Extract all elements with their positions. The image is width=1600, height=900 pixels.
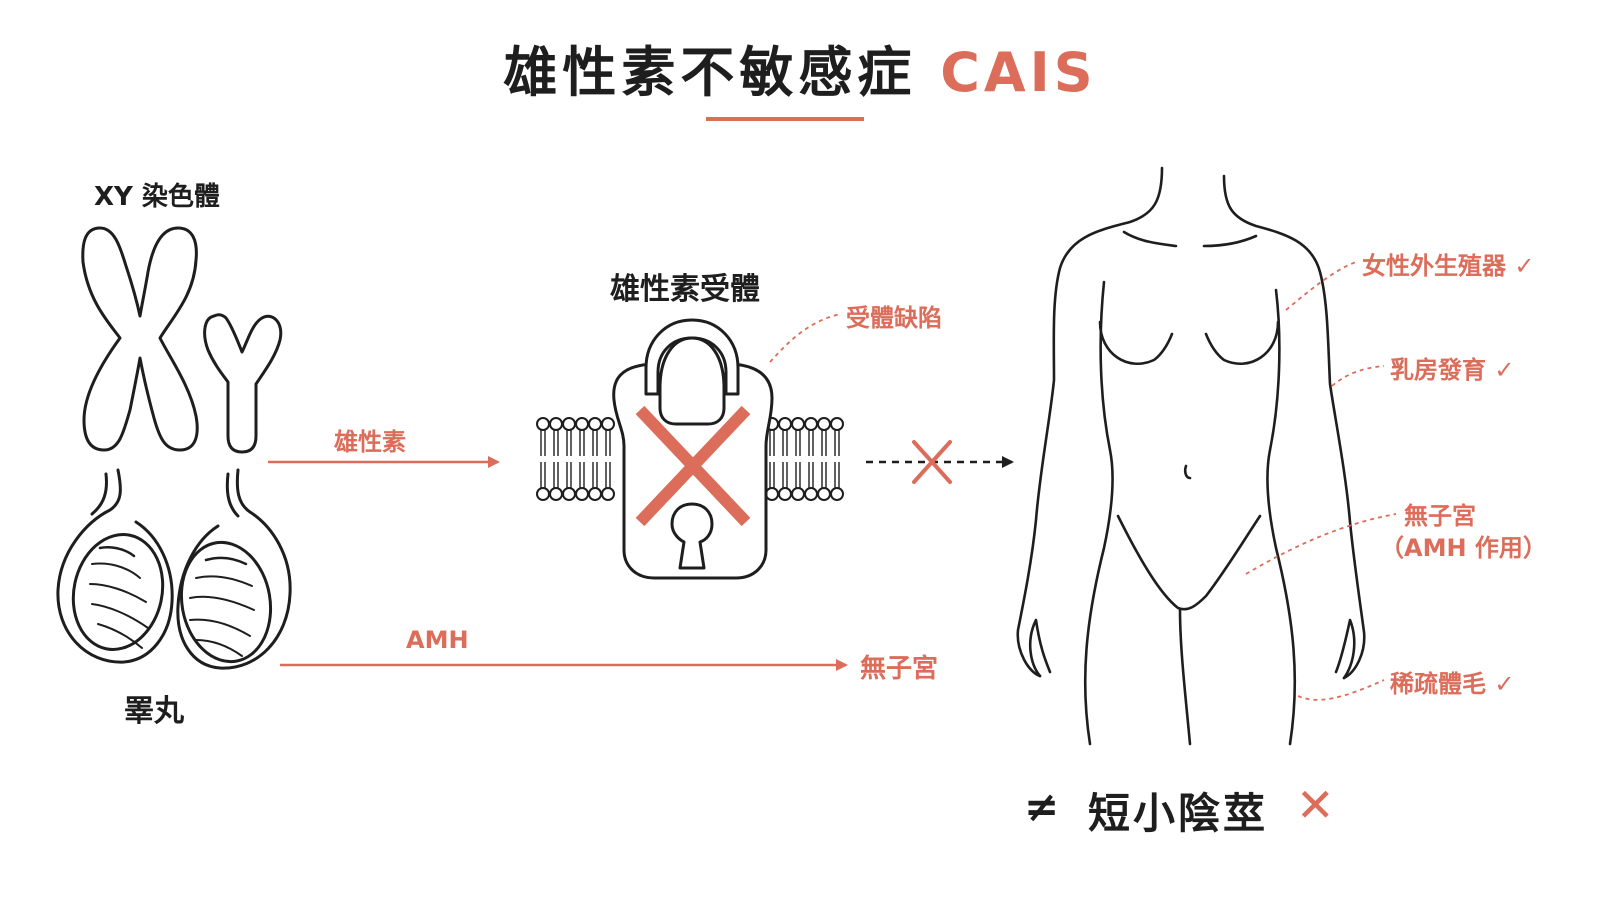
body-label-amh-effect: （AMH 作用） [1380, 534, 1547, 562]
phospholipid-head [791, 487, 805, 501]
check-icon: ✓ [1514, 252, 1535, 280]
not-equal-sign: ≠ [1024, 782, 1060, 831]
phospholipid-head [562, 487, 576, 501]
phospholipid-tail [540, 430, 546, 488]
cell-membrane [536, 417, 844, 501]
body-label-sparse-body-hair: 稀疏體毛 ✓ [1390, 670, 1515, 698]
phospholipid-head [804, 487, 818, 501]
phospholipid-tail [579, 430, 585, 488]
phospholipid-head [601, 487, 615, 501]
micropenis-label: 短小陰莖 [1088, 789, 1269, 838]
receptor-title: 雄性素受體 [610, 272, 760, 307]
phospholipid-tail [834, 430, 840, 488]
bottom-cross-icon: ✕ [1296, 778, 1335, 832]
testes-illustration [56, 468, 292, 670]
testis-label: 睪丸 [124, 694, 184, 729]
phospholipid-head [575, 487, 589, 501]
phospholipid-head [536, 487, 550, 501]
phospholipid-tail [808, 430, 814, 488]
phospholipid-head [817, 417, 831, 431]
androgen-label: 雄性素 [334, 428, 406, 456]
phospholipid-head [765, 487, 779, 501]
phospholipid-head [562, 417, 576, 431]
phospholipid-head [549, 487, 563, 501]
chromosome-label: XY 染色體 [94, 182, 220, 212]
phospholipid-head [804, 417, 818, 431]
phospholipid-tail [553, 430, 559, 488]
phospholipid-head [575, 417, 589, 431]
phospholipid-tail [782, 430, 788, 488]
phospholipid-head [588, 487, 602, 501]
body-label-external-genitalia: 女性外生殖器 ✓ [1362, 252, 1535, 280]
phospholipid-tail [605, 430, 611, 488]
phospholipid-head [549, 417, 563, 431]
phospholipid-head [817, 487, 831, 501]
leader-lines [769, 261, 1397, 701]
phospholipid-tail [769, 430, 775, 488]
check-icon: ✓ [1494, 670, 1515, 698]
phospholipid-tail [821, 430, 827, 488]
female-body-illustration [1016, 166, 1366, 746]
blocked-cross-icon [912, 440, 952, 484]
x-chromosome [81, 226, 199, 452]
y-chromosome [203, 313, 283, 454]
phospholipid-tail [592, 430, 598, 488]
phospholipid-head [778, 487, 792, 501]
title-en: CAIS [940, 41, 1097, 104]
no-uterus-result-label: 無子宮 [860, 654, 939, 684]
phospholipid-head [830, 417, 844, 431]
amh-label: AMH [406, 626, 469, 654]
phospholipid-head [601, 417, 615, 431]
check-icon: ✓ [1494, 356, 1515, 384]
page-title: 雄性素不敏感症 CAIS [0, 28, 1600, 107]
body-label-breast-development: 乳房發育 ✓ [1390, 356, 1515, 384]
phospholipid-tail [566, 430, 572, 488]
phospholipid-head [588, 417, 602, 431]
androgen-receptor-lock [612, 318, 774, 580]
phospholipid-head [791, 417, 805, 431]
receptor-defect-cross-icon [635, 405, 751, 527]
phospholipid-head [830, 487, 844, 501]
phospholipid-head [536, 417, 550, 431]
phospholipid-head [778, 417, 792, 431]
phospholipid-tail [795, 430, 801, 488]
title-zh: 雄性素不敏感症 [503, 41, 917, 104]
body-label-no-uterus: 無子宮 [1404, 502, 1476, 530]
receptor-defect-label: 受體缺陷 [846, 304, 942, 332]
